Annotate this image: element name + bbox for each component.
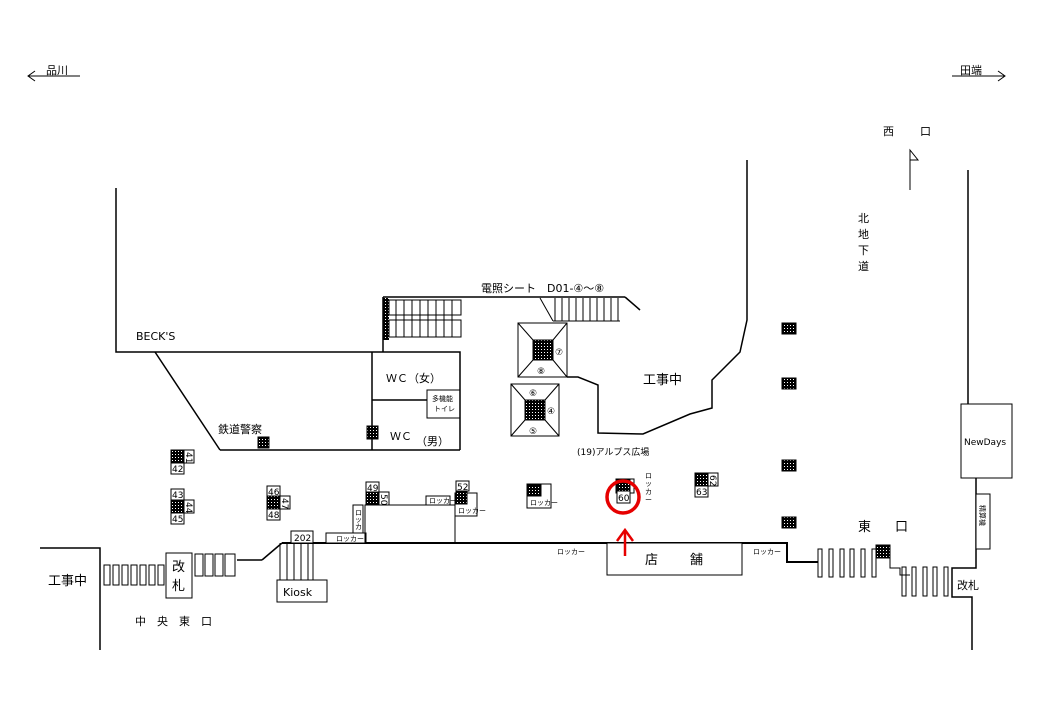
kiosk-box bbox=[276, 579, 328, 603]
pillar-label: ⑥ bbox=[529, 389, 537, 399]
locker-label: ロッカー bbox=[336, 535, 364, 543]
north-underpass-label: 道 bbox=[858, 259, 869, 273]
central-gate-label: 改 bbox=[172, 560, 185, 575]
west-exit-label: 口 bbox=[920, 125, 931, 138]
west-exit-flag-icon bbox=[909, 148, 920, 190]
spot-number: 49 bbox=[367, 484, 379, 494]
spot-number: 43 bbox=[172, 491, 183, 501]
locker-label: ッ bbox=[645, 480, 652, 488]
wc-male-label: ＷＣ bbox=[390, 430, 412, 443]
multi-toilet-label: 多機能 bbox=[432, 394, 453, 403]
right-arrow-icon bbox=[952, 70, 1006, 82]
direction-left-label: 品川 bbox=[46, 64, 68, 77]
west-exit-label: 西 bbox=[883, 125, 894, 138]
pillar-label: ⑦ bbox=[555, 348, 563, 358]
newdays-label: NewDays bbox=[964, 438, 1006, 448]
locker-dots bbox=[170, 322, 891, 559]
becks-wall bbox=[115, 188, 461, 450]
pillar-label: ⑤ bbox=[529, 427, 537, 437]
central-east-exit-label: 中 央 東 口 bbox=[135, 615, 212, 628]
construction-left-label: 工事中 bbox=[48, 574, 87, 589]
kiosk-label: Kiosk bbox=[283, 586, 313, 599]
locker-label: ロ bbox=[355, 509, 362, 517]
east-exit-label: 口 bbox=[895, 520, 908, 535]
wc-male-label: （男） bbox=[416, 435, 449, 448]
pillar-7-8 bbox=[517, 322, 568, 378]
spot-number: 44 bbox=[183, 502, 193, 514]
spot-number: 42 bbox=[172, 465, 183, 475]
locker-label: カ bbox=[645, 488, 652, 496]
locker-label: ロッカー bbox=[557, 548, 585, 556]
spot-number: 52 bbox=[457, 483, 468, 493]
locker-label: ロッカー bbox=[458, 507, 486, 515]
spot-number: 202 bbox=[294, 534, 311, 544]
central-gate-label: 札 bbox=[172, 579, 185, 594]
spot-number: 48 bbox=[268, 511, 280, 521]
kiosk-stripes bbox=[279, 543, 314, 580]
railway-police-label: 鉄道警察 bbox=[218, 422, 262, 436]
spot-number: 45 bbox=[172, 515, 183, 525]
central-gates bbox=[103, 552, 236, 599]
signage-label: 電照シート D01-④～⑧ bbox=[481, 282, 604, 295]
locker-label: ー bbox=[645, 496, 652, 504]
locker-label: ッ bbox=[355, 516, 362, 524]
fare-adjust-label: 精算機 bbox=[978, 505, 987, 526]
spot-number: 46 bbox=[268, 488, 280, 498]
spot-number: 62 bbox=[707, 475, 717, 486]
direction-right-label: 田端 bbox=[960, 64, 982, 77]
target-spot-number: 60 bbox=[618, 494, 630, 504]
spot-number: 63 bbox=[696, 488, 707, 498]
construction-label: 工事中 bbox=[643, 373, 682, 388]
spot-number: 50 bbox=[378, 494, 388, 506]
construction-boundary bbox=[567, 160, 748, 435]
target-highlight bbox=[605, 479, 641, 556]
spot-number: 41 bbox=[183, 452, 193, 463]
stairs-right bbox=[539, 297, 620, 322]
north-underpass-label: 北 bbox=[858, 212, 869, 225]
pillar-label: ⑧ bbox=[537, 367, 545, 377]
store-label: 舗 bbox=[690, 553, 703, 568]
locker-label: ロッカー bbox=[530, 499, 558, 507]
wc-female-label: ＷＣ（女） bbox=[386, 371, 441, 385]
pillar-label: ④ bbox=[547, 407, 555, 417]
newdays-shop bbox=[960, 403, 1013, 479]
store-box bbox=[606, 542, 743, 576]
store-label: 店 bbox=[645, 553, 658, 568]
locker-label: ロッカー bbox=[753, 548, 781, 556]
stairs-left bbox=[388, 299, 462, 338]
pillar-4-5-6 bbox=[510, 383, 560, 437]
locker-label: ロッカー bbox=[429, 497, 457, 505]
east-exit-label: 東 bbox=[858, 519, 871, 535]
alps-plaza-label: (19)アルプス広場 bbox=[577, 446, 649, 458]
multi-toilet-label: トイレ bbox=[434, 405, 455, 413]
locker-label: カ bbox=[355, 523, 362, 531]
multi-purpose-toilet bbox=[426, 389, 461, 419]
spot-number: 47 bbox=[279, 498, 289, 509]
north-underpass-label: 地 bbox=[858, 228, 869, 241]
locker-label: ロ bbox=[645, 472, 652, 480]
left-arrow-icon bbox=[27, 70, 80, 82]
becks-label: BECK'S bbox=[136, 330, 175, 343]
east-gate-label: 改札 bbox=[957, 578, 979, 592]
north-underpass-label: 下 bbox=[858, 244, 869, 257]
